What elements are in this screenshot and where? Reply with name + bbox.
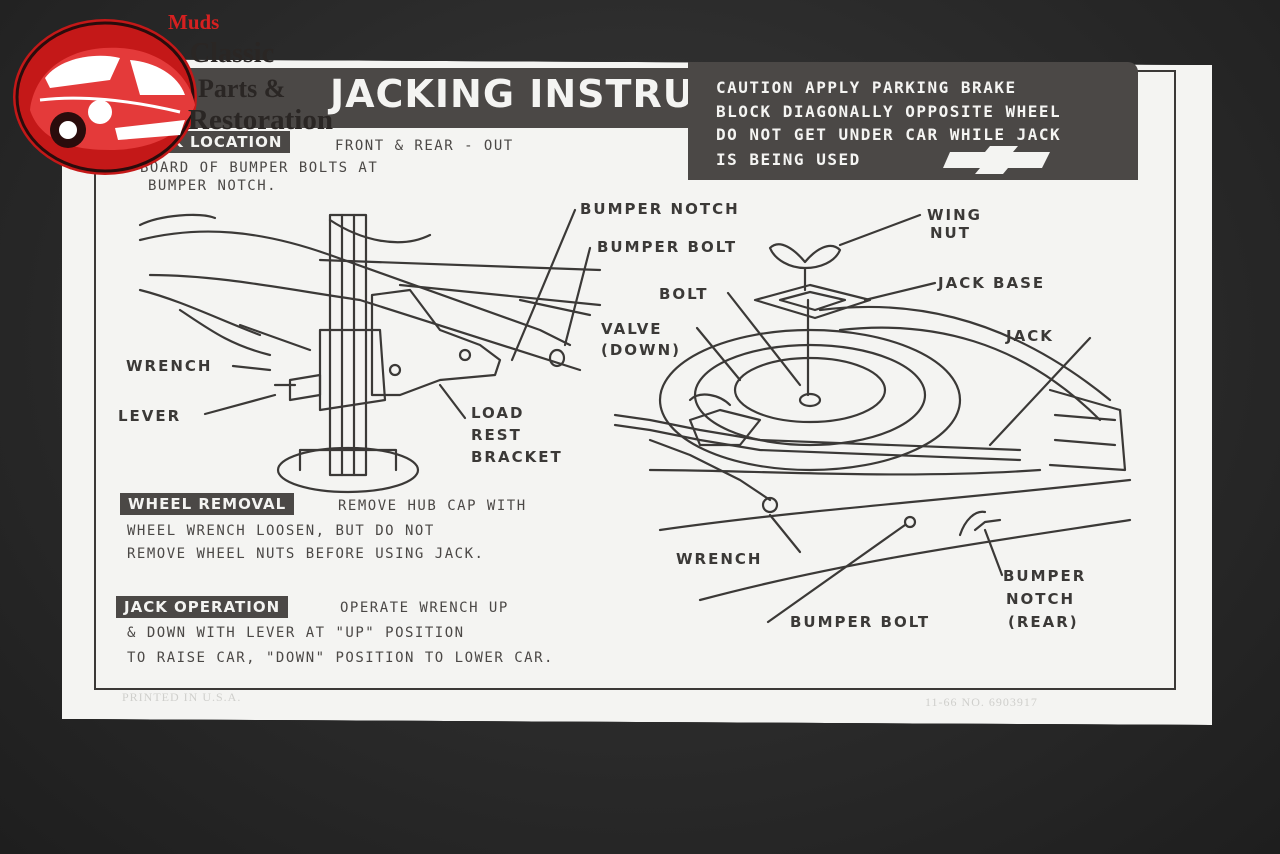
label-bumper-rear: BUMPER bbox=[1003, 567, 1087, 585]
footer-part-number: 11-66 NO. 6903917 bbox=[925, 695, 1038, 709]
caution-line-4: IS BEING USED bbox=[716, 150, 861, 169]
logo-line-4: Restoration bbox=[188, 104, 333, 136]
title-band bbox=[190, 68, 690, 128]
wheel-removal-line-2: WHEEL WRENCH LOOSEN, BUT DO NOT bbox=[127, 523, 435, 539]
label-wing: WING bbox=[927, 206, 982, 224]
label-nut: NUT bbox=[930, 224, 971, 242]
jack-location-line-3: BUMPER NOTCH. bbox=[148, 178, 278, 194]
label-bolt: BOLT bbox=[659, 285, 709, 303]
jack-operation-line-3: TO RAISE CAR, "DOWN" POSITION TO LOWER C… bbox=[127, 650, 554, 666]
label-wrench-right: WRENCH bbox=[676, 550, 763, 568]
logo-line-2: Classic bbox=[190, 38, 274, 69]
label-notch-rear: NOTCH bbox=[1006, 590, 1076, 608]
label-bracket: BRACKET bbox=[471, 448, 563, 466]
label-rear: (REAR) bbox=[1008, 613, 1079, 631]
jack-location-line-1: FRONT & REAR - OUT bbox=[335, 138, 514, 154]
jack-operation-line-2: & DOWN WITH LEVER AT "UP" POSITION bbox=[127, 625, 465, 641]
label-wrench-left: WRENCH bbox=[126, 357, 213, 375]
label-bumper-bolt-left: BUMPER BOLT bbox=[597, 238, 738, 256]
wheel-removal-line-1: REMOVE HUB CAP WITH bbox=[338, 498, 527, 514]
label-lever: LEVER bbox=[118, 407, 182, 425]
caution-box bbox=[688, 62, 1138, 180]
wheel-removal-line-3: REMOVE WHEEL NUTS BEFORE USING JACK. bbox=[127, 546, 485, 562]
caution-line-1: CAUTION APPLY PARKING BRAKE bbox=[716, 78, 1017, 97]
label-down: (DOWN) bbox=[601, 341, 682, 359]
jack-operation-tag: JACK OPERATION bbox=[116, 596, 289, 618]
label-bumper-bolt-right: BUMPER BOLT bbox=[790, 613, 931, 631]
logo-line-3: Parts & bbox=[198, 74, 286, 103]
caution-line-2: BLOCK DIAGONALLY OPPOSITE WHEEL bbox=[716, 102, 1062, 121]
label-valve: VALVE bbox=[601, 320, 663, 338]
label-bumper-notch: BUMPER NOTCH bbox=[580, 200, 740, 218]
jack-operation-line-1: OPERATE WRENCH UP bbox=[340, 600, 509, 616]
caution-line-3: DO NOT GET UNDER CAR WHILE JACK bbox=[716, 125, 1062, 144]
footer-printed: PRINTED IN U.S.A. bbox=[122, 690, 242, 704]
jack-location-line-2: BOARD OF BUMPER BOLTS AT bbox=[140, 160, 379, 176]
label-load: LOAD bbox=[471, 404, 525, 422]
label-jack: JACK bbox=[1006, 327, 1054, 345]
label-rest: REST bbox=[471, 426, 522, 444]
label-jack-base: JACK BASE bbox=[938, 274, 1046, 292]
wheel-removal-tag: WHEEL REMOVAL bbox=[120, 493, 295, 515]
logo-line-1: Muds bbox=[168, 10, 220, 34]
